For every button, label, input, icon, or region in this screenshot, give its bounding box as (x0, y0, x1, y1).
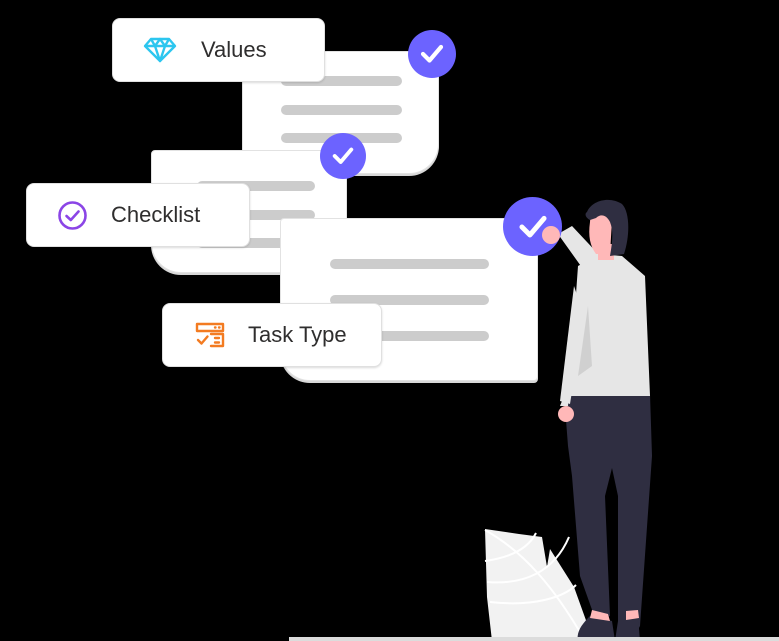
text-line (197, 238, 315, 248)
chip-label: Checklist (111, 202, 201, 227)
text-line (281, 105, 402, 115)
task-list-icon (195, 322, 225, 348)
person-illustration (543, 199, 652, 641)
chip-task-type[interactable]: Task Type (162, 303, 382, 367)
chip-label: Task Type (248, 322, 347, 347)
text-line (281, 76, 402, 86)
check-badge-icon (320, 133, 366, 179)
floor-line (289, 637, 779, 641)
text-line (330, 259, 489, 269)
text-line (330, 331, 489, 341)
diamond-icon (143, 37, 177, 63)
text-line (197, 210, 315, 220)
hand (542, 226, 560, 244)
plant-leaf-illustration (484, 529, 592, 641)
text-line (197, 181, 315, 191)
check-circle-icon (56, 200, 88, 231)
check-badge-icon (408, 30, 456, 78)
chip-label: Values (201, 37, 267, 62)
chip-values[interactable]: Values (112, 18, 325, 82)
text-line (330, 295, 489, 305)
chip-checklist[interactable]: Checklist (26, 183, 250, 247)
